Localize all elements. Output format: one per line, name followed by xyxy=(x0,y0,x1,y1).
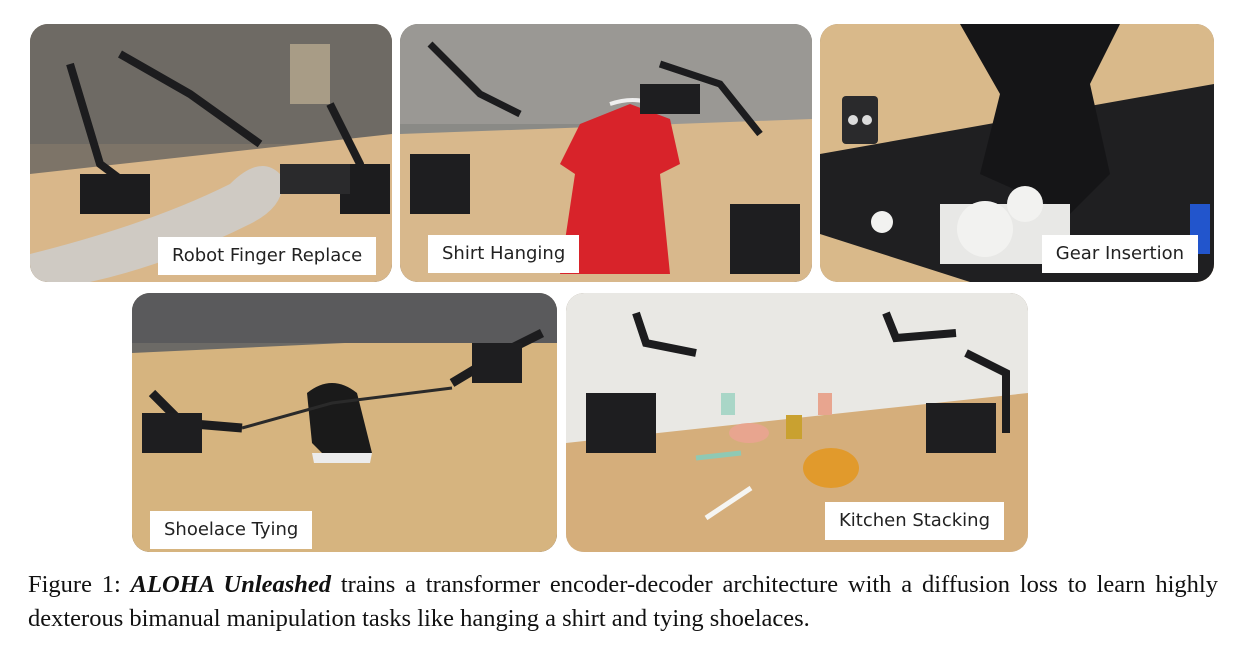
photo-gear-insertion: Gear Insertion xyxy=(820,24,1214,282)
panel-label: Robot Finger Replace xyxy=(158,237,377,275)
photo-shirt-hanging: Shirt Hanging xyxy=(400,24,812,282)
figure-caption: Figure 1: ALOHA Unleashed trains a trans… xyxy=(28,568,1218,636)
kitchen-stacking-image xyxy=(566,293,1028,552)
caption-emphasis: ALOHA Unleashed xyxy=(130,571,332,598)
caption-prefix: Figure 1: xyxy=(28,571,131,598)
robot-finger-replace-image xyxy=(30,24,392,282)
shoelace-tying-image xyxy=(132,293,557,552)
panel-label: Kitchen Stacking xyxy=(824,502,1004,540)
caption-text: trains a transformer encoder-decoder arc… xyxy=(28,571,1218,632)
photo-shoelace-tying: Shoelace Tying xyxy=(132,293,557,552)
panel-label: Shirt Hanging xyxy=(428,235,580,273)
photo-robot-finger-replace: Robot Finger Replace xyxy=(30,24,392,282)
photo-kitchen-stacking: Kitchen Stacking xyxy=(566,293,1028,552)
panel-label: Shoelace Tying xyxy=(150,511,313,549)
panel-label: Gear Insertion xyxy=(1041,235,1198,273)
